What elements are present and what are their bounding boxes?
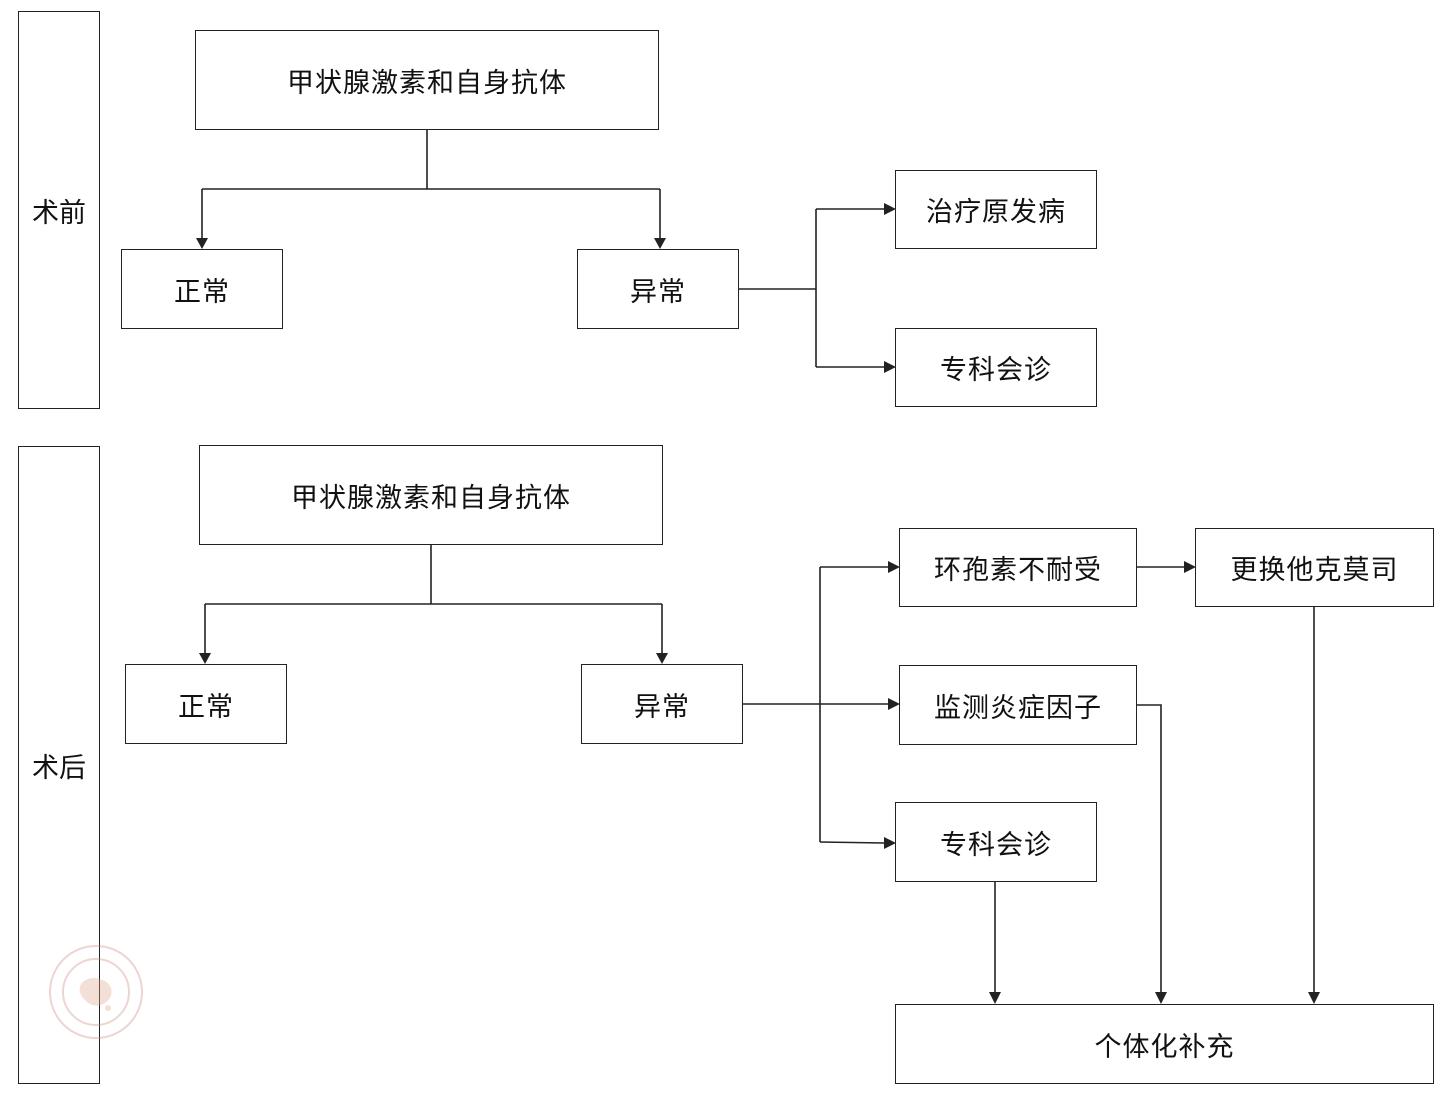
postop-switch-tacrolimus-label: 更换他克莫司 [1230, 555, 1399, 586]
postop-hormone-antibody-label: 甲状腺激素和自身抗体 [291, 482, 571, 514]
postop-abnormal-box: 异常 [581, 664, 743, 744]
preop-hormone-antibody-label: 甲状腺激素和自身抗体 [287, 67, 567, 99]
preop-normal-label: 正常 [174, 276, 230, 308]
phase-postoperative-label: 术后 [32, 752, 86, 784]
postop-cyclosporine-intolerance-box: 环孢素不耐受 [899, 528, 1137, 607]
preop-consult-box: 专科会诊 [895, 328, 1097, 407]
postop-individualized-supplement-label: 个体化补充 [1094, 1031, 1235, 1063]
postop-individualized-supplement-box: 个体化补充 [895, 1004, 1434, 1084]
postop-consult-label: 专科会诊 [940, 829, 1052, 861]
postop-monitor-inflammation-label: 监测炎症因子 [934, 692, 1102, 724]
postop-normal-box: 正常 [125, 664, 287, 744]
phase-preoperative-label: 术前 [32, 197, 86, 229]
postop-normal-label: 正常 [178, 691, 234, 723]
postop-consult-box: 专科会诊 [895, 802, 1097, 882]
preop-treat-primary-box: 治疗原发病 [895, 170, 1097, 249]
postop-switch-tacrolimus-box: 更换他克莫司 [1195, 528, 1434, 607]
association-seal-watermark [49, 945, 143, 1039]
preop-normal-box: 正常 [121, 249, 283, 329]
postop-cyclosporine-intolerance-label: 环孢素不耐受 [934, 555, 1102, 586]
postop-abnormal-label: 异常 [634, 691, 690, 723]
preop-abnormal-box: 异常 [577, 249, 739, 329]
preop-abnormal-label: 异常 [630, 276, 686, 308]
postop-hormone-antibody-box: 甲状腺激素和自身抗体 [199, 445, 663, 545]
phase-preoperative: 术前 [18, 11, 100, 409]
postop-monitor-inflammation-box: 监测炎症因子 [899, 665, 1137, 745]
preop-treat-primary-label: 治疗原发病 [926, 197, 1066, 228]
phase-postoperative: 术后 [18, 446, 100, 1084]
preop-consult-label: 专科会诊 [940, 355, 1052, 386]
preop-hormone-antibody-box: 甲状腺激素和自身抗体 [195, 30, 659, 130]
